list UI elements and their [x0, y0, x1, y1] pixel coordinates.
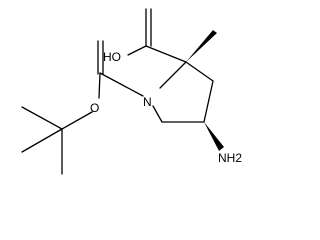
bond-c2-c3: [185, 61, 214, 82]
bond-carbonyl-ester-oxygen: [98, 72, 101, 99]
bond-tbutyl-methyl-2: [21, 128, 63, 153]
bond-c5-n1: [152, 105, 163, 123]
amine-substituent: [204, 122, 224, 151]
quaternary-center-substituents: [127, 8, 217, 63]
bond-tbutyl-methyl-1: [21, 106, 63, 130]
wedge-bond-methyl: [186, 30, 217, 62]
bond-oxygen-tbutyl: [61, 111, 93, 130]
molecule-structure: HO N O NH2: [21, 8, 242, 175]
bond-n1-carbonyl: [99, 72, 144, 97]
ring-nitrogen-label: N: [143, 95, 152, 109]
bond-c2-carboxyl-carbon: [145, 45, 187, 63]
bond-carboxyl-hydroxyl: [127, 45, 147, 56]
hydroxyl-label: HO: [103, 50, 121, 64]
amine-label: NH2: [218, 151, 242, 165]
pyrrolidine-ring: [152, 61, 214, 123]
bond-n1-c2: [159, 61, 187, 89]
boc-group: [21, 40, 144, 175]
wedge-bond-amine: [204, 122, 224, 151]
bond-c3-c4: [203, 80, 214, 123]
ester-oxygen-label: O: [90, 101, 99, 115]
